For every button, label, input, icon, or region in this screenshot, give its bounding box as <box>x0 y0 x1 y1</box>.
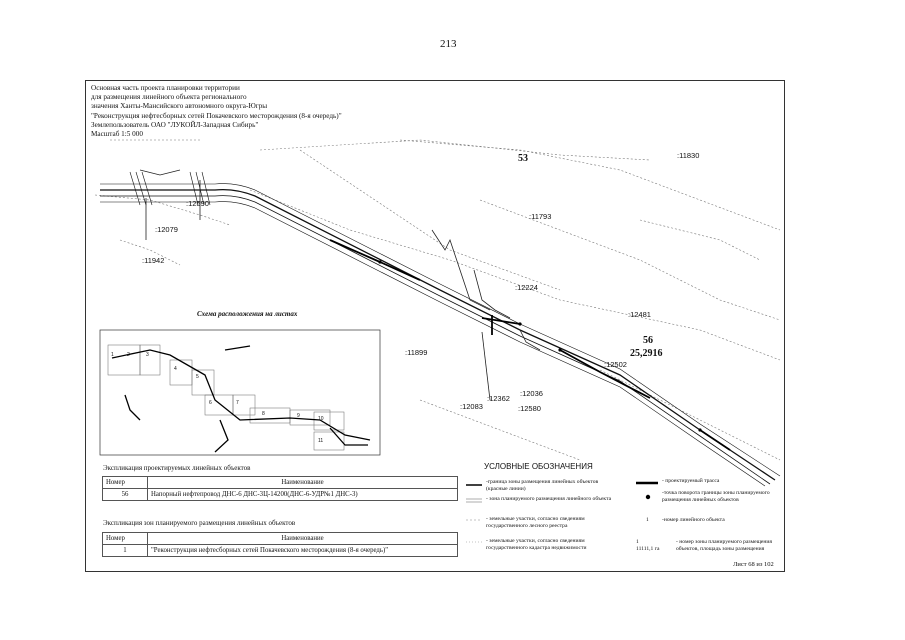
turning-point <box>518 322 522 326</box>
header-line: Землепользователь ОАО "ЛУКОЙЛ-Западная С… <box>91 120 259 129</box>
parcel-boundary <box>399 139 781 231</box>
parcel-boundary <box>419 399 581 461</box>
explication-objects-table: Номер Наименование 56 Напорный нефтепров… <box>102 476 458 501</box>
parcel-label: :12580 <box>518 404 541 413</box>
pipeline-route <box>100 188 776 481</box>
red-line-segment <box>329 239 421 281</box>
legend-item: -номер линейного объекта <box>662 517 725 523</box>
parcel-boundary <box>119 239 181 266</box>
turning-point <box>698 428 702 432</box>
sheet-label: Лист 68 из 102 <box>733 561 774 568</box>
quarter-label: 56 <box>643 335 653 346</box>
parcel-label: :11899 <box>405 348 428 357</box>
header-line: значения Ханты-Мансийского автономного о… <box>91 102 268 111</box>
table-row: 1 "Реконструкция нефтесборных сетей Пока… <box>102 544 458 557</box>
legend-marker-zone-area: 11111,1 га <box>636 546 660 552</box>
header-line: Масштаб 1:5 000 <box>91 130 143 139</box>
branch-line <box>139 169 181 176</box>
legend-marker-number: 1 <box>646 517 649 523</box>
corridor-boundary <box>100 183 781 477</box>
column-header: Номер <box>102 476 148 489</box>
parcel-boundary <box>599 369 781 461</box>
scheme-sheet-number: 2 <box>127 352 130 358</box>
red-line-segment <box>481 317 521 325</box>
parcel-label: :11793 <box>529 212 552 221</box>
scheme-sheet-number: 8 <box>262 411 265 417</box>
parcel-boundary <box>94 194 231 226</box>
scheme-sheet-number: 5 <box>196 374 199 380</box>
legend-item: - проектируемый трасса <box>662 478 720 484</box>
scheme-sheet-number: 3 <box>146 352 149 358</box>
legend-item: - земельные участки, согласно сведениям … <box>486 516 585 529</box>
turning-point <box>378 260 382 264</box>
parcel-boundary <box>299 149 561 291</box>
scheme-sheet-number: 9 <box>297 413 300 419</box>
parcel-label: :12079 <box>155 225 178 234</box>
pipeline-route <box>100 195 771 485</box>
branch-line <box>481 331 491 401</box>
red-line-segment <box>699 429 731 451</box>
scheme-sheet-number: 11 <box>318 438 324 444</box>
parcel-label: :12362 <box>487 394 510 403</box>
column-header: Номер <box>102 532 148 545</box>
page-number: 213 <box>440 38 457 50</box>
explication-objects-title: Экспликация проектируемых линейных объек… <box>103 464 251 472</box>
legend-item: -граница зоны размещения линейных объект… <box>486 479 599 492</box>
quarter-label: 53 <box>518 153 528 164</box>
header-line: для размещения линейного объекта региона… <box>91 93 247 102</box>
legend-item: - зона планируемого размещения линейного… <box>486 496 612 502</box>
scheme-route <box>111 349 371 441</box>
scheme-sheet-number: 1 <box>111 352 114 358</box>
branch-line <box>431 229 491 311</box>
parcel-boundary <box>249 189 781 361</box>
parcel-label: :12036 <box>520 389 543 398</box>
legend-item: -точка поворота границы зоны планируемог… <box>662 490 770 503</box>
header-line: Основная часть проекта планировки террит… <box>91 84 240 92</box>
table-cell: 1 <box>102 544 148 557</box>
legend-title: УСЛОВНЫЕ ОБОЗНАЧЕНИЯ <box>484 462 593 471</box>
parcel-boundary <box>479 199 781 321</box>
table-row: 56 Напорный нефтепровод ДНС-6 ДНС-3Ц-142… <box>102 488 458 501</box>
scheme-sheet-number: 7 <box>236 400 239 406</box>
explication-zones-table: Номер Наименование 1 "Реконструкция нефт… <box>102 532 458 557</box>
legend-item: - земельные участки, согласно сведениям … <box>486 538 587 551</box>
legend-marker-zone: 1 <box>636 539 639 545</box>
location-scheme <box>99 329 381 456</box>
table-cell: "Реконструкция нефтесборных сетей Покаче… <box>147 544 458 557</box>
parcel-boundary <box>259 139 651 161</box>
branch-line <box>519 329 541 351</box>
header-line: "Реконструкция нефтесборных сетей Покаче… <box>91 111 342 120</box>
parcel-label: :12224 <box>515 283 538 292</box>
scheme-sheet-number: 4 <box>174 366 177 372</box>
explication-zones-title: Экспликация зон планируемого размещения … <box>103 519 296 527</box>
legend-item: - номер зоны планируемого размещения объ… <box>676 539 772 552</box>
parcel-label: :12481 <box>628 310 651 319</box>
parcel-label: :11942 <box>142 256 165 265</box>
scheme-title: Схема расположения на листах <box>197 310 298 318</box>
table-header-row: Номер Наименование <box>102 532 458 545</box>
drawing-frame <box>85 80 785 572</box>
column-header: Наименование <box>147 532 458 545</box>
parcel-label: :12590 <box>186 199 209 208</box>
table-header-row: Номер Наименование <box>102 476 458 489</box>
table-cell: Напорный нефтепровод ДНС-6 ДНС-3Ц-14200(… <box>147 488 458 501</box>
turning-point <box>558 348 562 352</box>
parcel-boundary <box>639 219 761 261</box>
legend-markers <box>466 481 658 543</box>
scheme-sheet-number: 6 <box>209 400 212 406</box>
parcel-label: :12502 <box>604 360 627 369</box>
quarter-area-label: 25,2916 <box>630 348 663 359</box>
table-cell: 56 <box>102 488 148 501</box>
column-header: Наименование <box>147 476 458 489</box>
drawing-header: Основная часть проекта планировки террит… <box>91 84 342 139</box>
branch-line <box>473 269 511 319</box>
corridor-boundary <box>100 201 766 487</box>
scheme-sheet-number: 10 <box>318 416 324 422</box>
parcel-label: :12083 <box>460 402 483 411</box>
parcel-label: :11830 <box>677 151 700 160</box>
red-line-segment <box>559 349 651 399</box>
